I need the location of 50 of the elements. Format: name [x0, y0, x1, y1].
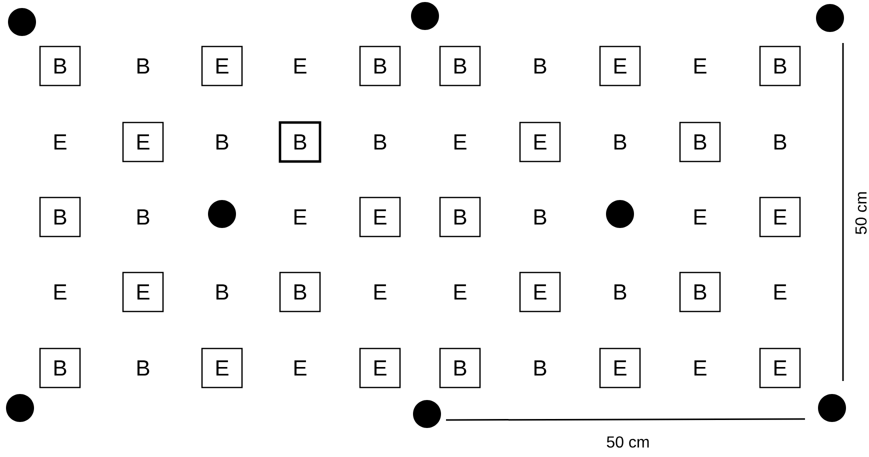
- boxed-letter: E: [201, 348, 243, 388]
- boxed-letter: E: [519, 272, 561, 312]
- letter: E: [294, 209, 306, 225]
- boxed-letter: E: [201, 46, 243, 86]
- letter: B: [374, 134, 386, 150]
- boxed-letter: E: [359, 196, 401, 238]
- boxed-letter: B: [278, 121, 322, 163]
- boxed-letter: B: [439, 196, 481, 238]
- boxed-letter: E: [122, 272, 164, 312]
- boxed-letter: B: [439, 46, 481, 86]
- boxed-letter: E: [759, 348, 801, 388]
- boxed-letter: E: [519, 122, 561, 162]
- boxed-letter: B: [679, 272, 721, 312]
- letter: B: [216, 134, 228, 150]
- letter: E: [54, 284, 66, 300]
- boxed-letter: B: [39, 46, 81, 86]
- letter: E: [294, 360, 306, 376]
- letter: E: [694, 58, 706, 74]
- boxed-letter: B: [279, 272, 321, 312]
- boxed-letter: E: [122, 122, 164, 162]
- letter: E: [54, 134, 66, 150]
- letter: B: [534, 360, 546, 376]
- letter: B: [534, 58, 546, 74]
- letter: E: [694, 360, 706, 376]
- boxed-letter: B: [759, 46, 801, 86]
- boxed-letter: E: [599, 46, 641, 86]
- boxed-letter: B: [39, 348, 81, 388]
- boxed-letter: E: [599, 348, 641, 388]
- dimension-label: 50 cm: [855, 192, 867, 234]
- boxed-letter: E: [359, 348, 401, 388]
- letter: B: [614, 284, 626, 300]
- dimension-label: 50 cm: [606, 436, 649, 448]
- boxed-letter: B: [439, 348, 481, 388]
- letter: E: [774, 284, 786, 300]
- letter: E: [454, 284, 466, 300]
- letter: B: [137, 360, 150, 376]
- boxed-letter: B: [39, 196, 81, 238]
- boxed-letter: E: [759, 196, 801, 238]
- boxed-letter: B: [359, 46, 401, 86]
- letter: B: [216, 284, 228, 300]
- letter: E: [294, 58, 306, 74]
- letter: B: [774, 134, 786, 150]
- boxed-letter: B: [679, 122, 721, 162]
- letter: B: [614, 134, 626, 150]
- letter: E: [454, 134, 466, 150]
- letter: B: [137, 58, 150, 74]
- letter: E: [694, 209, 706, 225]
- letter: E: [374, 284, 386, 300]
- letter: B: [137, 209, 150, 225]
- letter: B: [534, 209, 546, 225]
